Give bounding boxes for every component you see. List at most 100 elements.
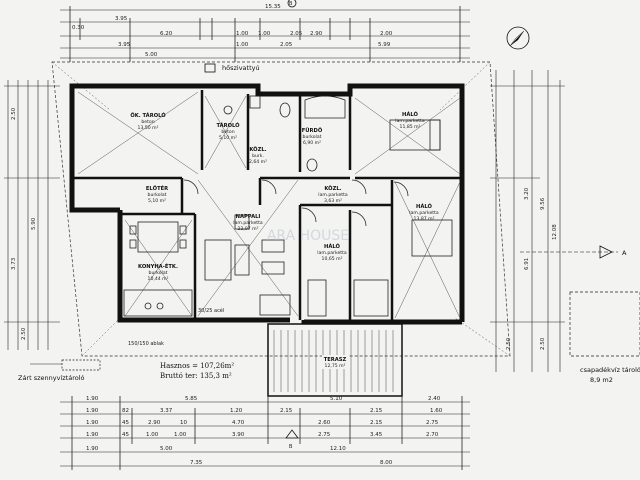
svg-text:10,65 m²: 10,65 m² [322,256,343,262]
top-dim-total: 15.35 [265,4,281,10]
bot-dim-r1-0: 1.90 [86,396,99,402]
svg-text:5,10 m²: 5,10 m² [148,198,166,204]
septic-tank: Zárt szennyvíztároló [18,359,101,382]
room-label-halo-e: HÁLÓ lam.parketta 13,87 m² [409,203,439,222]
interior-walls [72,90,462,320]
bot-dim-r5-2: 12.10 [330,446,346,452]
bot-dim-r3-3: 10 [180,420,187,426]
room-label-halo-c: HÁLÓ lam.parketta 10,65 m² [317,243,347,262]
left-dim-2: 3.73 [11,257,17,270]
bot-dim-r3-1: 45 [122,420,129,426]
room-label-nappali: NAPPALI lam.parketta 22,97 m² [233,214,263,232]
svg-text:burkolat: burkolat [303,134,322,140]
room-label-halo-ne: HÁLÓ lam.parketta 11,85 m² [395,111,425,130]
right-dim-4: 6.91 [524,258,530,270]
top-dim-9: 3.95 [118,42,131,48]
svg-text:B: B [289,444,293,450]
right-dim-5: 2.50 [506,337,512,350]
svg-text:Hasznos = 107,26m²: Hasznos = 107,26m² [160,362,234,370]
room-label-furdo: FÜRDŐ burkolat 6,90 m² [302,127,323,146]
svg-text:ELŐTÉR: ELŐTÉR [146,184,168,192]
right-dim-3: 3.20 [524,187,530,200]
right-dim-1: 12.08 [552,224,558,240]
svg-text:beton: beton [221,129,234,135]
window-note: 150/150 ablak [128,341,164,347]
top-dim-3: 6.20 [160,31,173,37]
svg-text:KONYHA-ÉTK.: KONYHA-ÉTK. [138,262,178,270]
svg-text:10,44 m²: 10,44 m² [148,276,169,282]
svg-text:KÖZL.: KÖZL. [249,146,266,153]
top-dim-13: 5.00 [145,52,158,58]
svg-text:FÜRDŐ: FÜRDŐ [302,127,323,134]
room-label-terasz: TERASZ 12,75 m² [322,355,348,369]
bot-dim-r4-0: 1.90 [86,432,99,438]
svg-text:ÖK. TÁROLÓ: ÖK. TÁROLÓ [130,112,166,119]
svg-text:beton: beton [141,119,154,125]
room-cross-hatch [77,91,461,319]
svg-text:Bruttó ter: 135,3 m²: Bruttó ter: 135,3 m² [160,372,232,380]
svg-text:lam.parketta: lam.parketta [395,118,425,124]
bot-dim-r4-3: 1.00 [174,432,187,438]
right-dim-2: 9.56 [540,197,546,210]
bot-dim-r3-2: 2.90 [148,420,161,426]
svg-text:lam.parketta: lam.parketta [409,210,439,216]
section-marker-b-top: B [287,0,297,8]
top-dim-1: 0.30 [72,25,85,31]
bot-dim-r6-0: 7.35 [190,460,203,466]
left-dim-1: 2.50 [11,107,17,120]
furniture [123,95,453,317]
bot-dim-r2-1: 82 [122,408,129,414]
top-dim-6: 2.05 [290,31,303,37]
bot-dim-r1-1: 5.85 [185,396,198,402]
left-dim-3: 5.90 [31,217,37,230]
svg-text:TÁROLÓ: TÁROLÓ [216,122,240,129]
room-label-eloter: ELŐTÉR burkolat 5,10 m² [146,184,168,204]
left-dimension-lines [4,80,60,350]
svg-text:TERASZ: TERASZ [324,357,347,363]
top-dimension-lines [60,6,470,62]
area-summary: Hasznos = 107,26m² Bruttó ter: 135,3 m² [160,362,234,380]
svg-text:8,9 m2: 8,9 m2 [590,376,613,384]
bot-dim-r4-2: 1.00 [146,432,159,438]
right-dimension-lines [490,70,565,372]
svg-text:B: B [289,1,293,7]
svg-text:lam.parketta: lam.parketta [318,192,348,198]
top-dim-7: 2.90 [310,31,323,37]
svg-text:5,10 m²: 5,10 m² [219,135,237,141]
left-dim-4: 2.50 [21,327,27,340]
bot-dim-r6-1: 8.00 [380,460,393,466]
terrace [267,323,403,397]
bot-dim-r2-0: 1.90 [86,408,99,414]
bot-dim-r3-4: 4.70 [232,420,245,426]
svg-text:13,50 m²: 13,50 m² [138,125,159,131]
svg-text:A: A [622,249,627,257]
svg-text:burkolat: burkolat [148,192,167,198]
top-dim-11: 2.05 [280,42,293,48]
top-dim-8: 2.00 [380,31,393,37]
room-label-kozl-w: KÖZL. burk. 2,64 m² [249,146,267,165]
svg-text:Zárt szennyvíztároló: Zárt szennyvíztároló [18,374,85,382]
top-dim-12: 5.99 [378,42,391,48]
svg-text:12,75 m²: 12,75 m² [325,363,346,369]
bot-dim-r4-4: 3.90 [232,432,245,438]
bot-dim-r5-1: 5.00 [160,446,173,452]
rainwater-tank: csapadékvíz tároló 8,9 m2 [569,291,640,384]
room-label-konyha: KONYHA-ÉTK. burkolat 10,44 m² [138,262,178,282]
svg-text:HÁLÓ: HÁLÓ [416,203,432,210]
svg-text:3,63 m²: 3,63 m² [324,198,342,204]
room-label-tarolo: TÁROLÓ beton 5,10 m² [216,122,240,141]
bot-dim-r2-4: 2.15 [280,408,293,414]
bot-dim-r3-0: 1.90 [86,420,99,426]
bot-dim-r4-6: 3.45 [370,432,383,438]
door-note: 30/25 acél [198,307,224,314]
svg-text:csapadékvíz tároló: csapadékvíz tároló [580,366,640,374]
svg-text:lam.parketta: lam.parketta [317,250,347,256]
bot-dim-r2-5: 2.15 [370,408,383,414]
bot-dim-r3-5: 2.60 [318,420,331,426]
top-dim-5: 1.00 [258,31,271,37]
section-marker-a: A [520,245,627,259]
bot-dim-r1-3: 2.40 [428,396,441,402]
heat-pump-label: hőszivattyú [204,63,260,73]
